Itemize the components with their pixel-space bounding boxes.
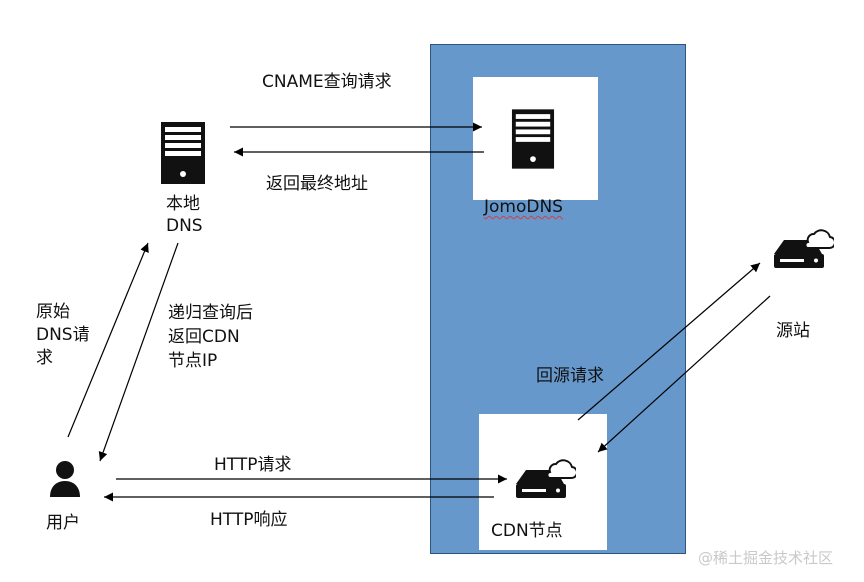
orig-dns-label-line1: 原始 xyxy=(36,302,70,322)
local-dns-label-line2: DNS xyxy=(166,216,203,236)
cdn-node-label: CDN节点 xyxy=(491,521,563,541)
back-to-origin-label: 回源请求 xyxy=(536,366,604,386)
orig-dns-request-arrow xyxy=(67,242,149,438)
orig-dns-label-line2: DNS请 xyxy=(36,325,90,345)
user-label: 用户 xyxy=(46,513,80,533)
recursive-label-line2: 返回CDN xyxy=(168,327,240,347)
user-icon xyxy=(50,461,80,497)
back-to-origin-arrow xyxy=(577,262,761,421)
return-final-address-label: 返回最终地址 xyxy=(266,174,368,194)
cdn-cloud-drive-icon xyxy=(516,459,576,498)
origin-response-arrow xyxy=(597,295,771,453)
http-response-label: HTTP响应 xyxy=(210,510,288,530)
local-dns-server-tower-icon xyxy=(161,122,205,184)
watermark: @稀土掘金技术社区 xyxy=(698,549,834,567)
recursive-label-line3: 节点IP xyxy=(168,351,218,371)
cname-query-label: CNAME查询请求 xyxy=(262,72,392,92)
recursive-return-arrow xyxy=(98,242,179,462)
origin-label: 源站 xyxy=(776,321,810,341)
recursive-label-line1: 递归查询后 xyxy=(168,303,253,323)
origin-cloud-drive-icon xyxy=(774,229,834,268)
jomo-dns-label: JomoDNS xyxy=(484,197,563,217)
local-dns-label-line1: 本地 xyxy=(166,194,200,214)
jomo-dns-server-tower-icon xyxy=(511,109,555,169)
http-request-label: HTTP请求 xyxy=(214,455,292,475)
orig-dns-label-line3: 求 xyxy=(36,348,53,368)
